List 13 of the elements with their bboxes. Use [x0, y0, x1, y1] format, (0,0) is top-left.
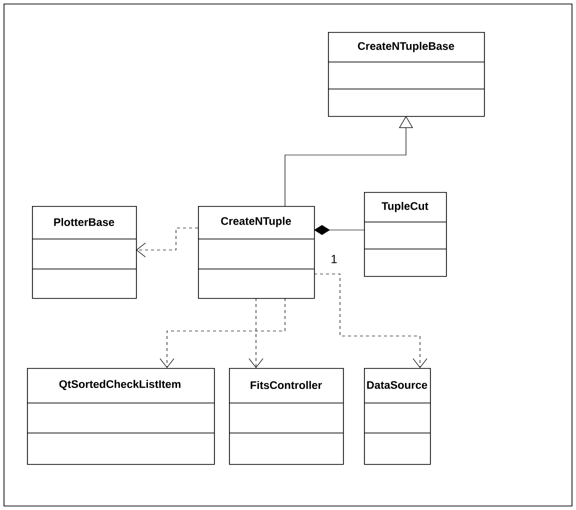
- dependency-arrow: [136, 228, 198, 258]
- dependency-arrow: [314, 274, 428, 368]
- class-box: FitsController: [228, 368, 344, 465]
- composition-line: [314, 225, 364, 235]
- dependency-arrow: [248, 298, 264, 368]
- dependency-arrow: [160, 298, 286, 368]
- class-box: DataSource: [364, 368, 431, 465]
- class-box: CreateNTuple: [198, 206, 315, 299]
- multiplicity-label: 1: [332, 254, 337, 264]
- class-box: TupleCut: [364, 192, 447, 277]
- class-box: CreateNTupleBase: [328, 32, 485, 117]
- class-box: QtSortedCheckListItem: [26, 368, 215, 465]
- class-box: PlotterBase: [32, 206, 137, 299]
